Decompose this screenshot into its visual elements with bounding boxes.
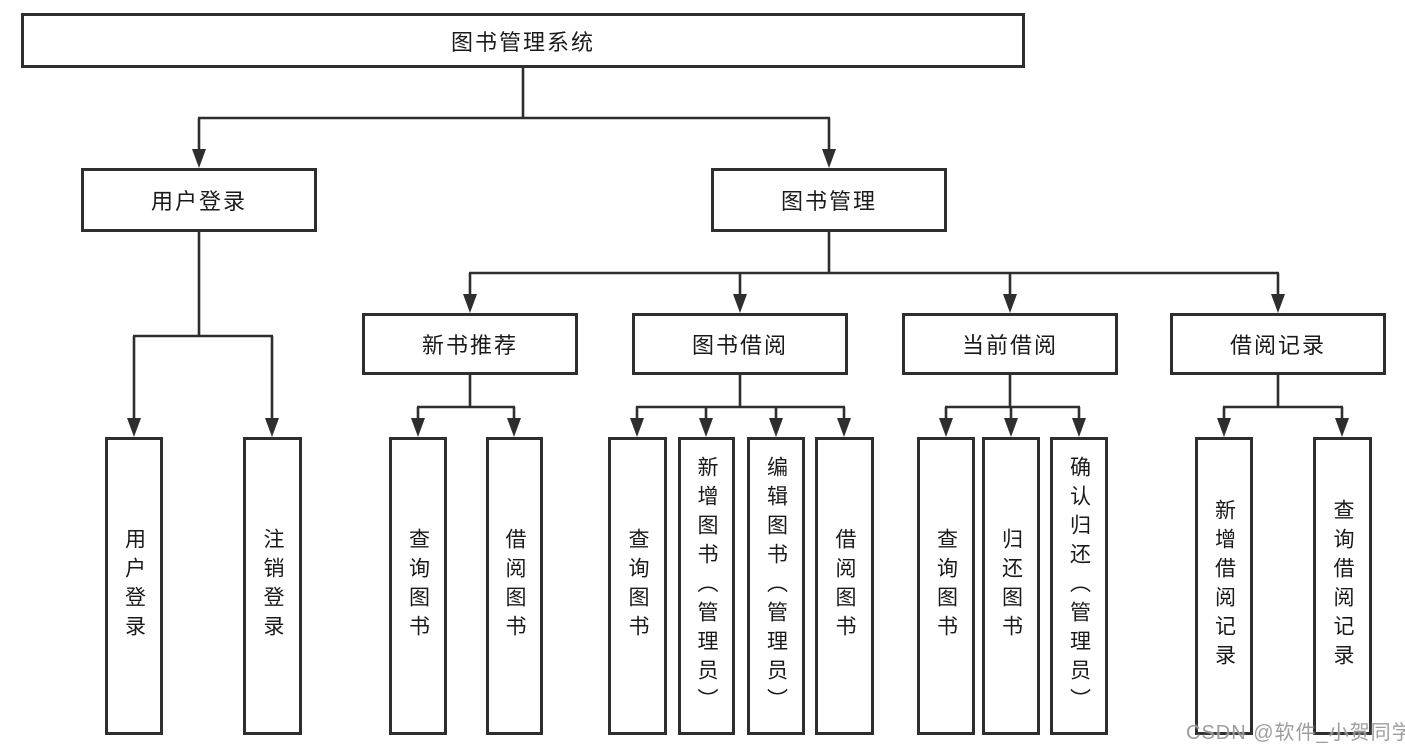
leaf-edit-books-admin: 编辑图书（管理员） bbox=[747, 437, 805, 735]
csdn-watermark: CSDN @软件_小贺同学 bbox=[1186, 722, 1405, 744]
leaf-label: 编辑图书（管理员） bbox=[764, 455, 788, 717]
leaf-label: 查询借阅记录 bbox=[1331, 499, 1354, 673]
connector-user-login-branch bbox=[127, 232, 279, 437]
leaf-label: 查询图书 bbox=[406, 528, 430, 644]
arrowhead bbox=[411, 418, 425, 437]
leaf-query-books: 查询图书 bbox=[917, 437, 975, 735]
node-user-login: 用户登录 bbox=[81, 168, 317, 232]
leaf-borrow-books: 借阅图书 bbox=[815, 437, 874, 735]
node-borrow-records: 借阅记录 bbox=[1170, 313, 1386, 375]
connector-book-mgmt-branch bbox=[463, 232, 1285, 313]
arrowhead bbox=[1271, 294, 1285, 313]
connector-book-borrow-branch bbox=[630, 375, 851, 437]
arrowhead bbox=[939, 418, 953, 437]
node-system-root: 图书管理系统 bbox=[21, 13, 1025, 68]
connector-current-borrow-branch bbox=[939, 375, 1086, 437]
leaf-add-books-admin: 新增图书（管理员） bbox=[678, 437, 735, 735]
arrowhead bbox=[1003, 294, 1017, 313]
leaf-logout: 注销登录 bbox=[243, 437, 302, 735]
leaf-borrow-books: 借阅图书 bbox=[486, 437, 543, 735]
leaf-label: 查询图书 bbox=[934, 528, 958, 644]
connector-root-branch bbox=[192, 68, 836, 168]
arrowhead bbox=[127, 418, 141, 437]
connector-borrow-records-branch bbox=[1217, 375, 1349, 437]
arrowhead bbox=[837, 418, 851, 437]
leaf-confirm-return-admin: 确认归还（管理员） bbox=[1050, 437, 1108, 735]
leaf-return-books: 归还图书 bbox=[982, 437, 1040, 735]
leaf-query-books: 查询图书 bbox=[608, 437, 667, 735]
node-book-borrowing: 图书借阅 bbox=[632, 313, 848, 375]
node-new-book-recommend: 新书推荐 bbox=[362, 313, 578, 375]
arrowhead bbox=[192, 149, 206, 168]
leaf-add-borrow-record: 新增借阅记录 bbox=[1195, 437, 1253, 735]
arrowhead bbox=[463, 294, 477, 313]
leaf-label: 借阅图书 bbox=[833, 528, 856, 644]
arrowhead bbox=[1335, 418, 1349, 437]
arrowhead bbox=[1072, 418, 1086, 437]
arrowhead bbox=[630, 418, 644, 437]
leaf-label: 注销登录 bbox=[261, 528, 284, 644]
leaf-query-books: 查询图书 bbox=[389, 437, 447, 735]
leaf-label: 用户登录 bbox=[122, 528, 146, 644]
leaf-label: 确认归还（管理员） bbox=[1067, 455, 1091, 717]
arrowhead bbox=[699, 418, 713, 437]
arrowhead bbox=[265, 418, 279, 437]
node-book-management: 图书管理 bbox=[711, 168, 947, 232]
leaf-label: 归还图书 bbox=[999, 528, 1023, 644]
leaf-label: 新增图书（管理员） bbox=[695, 455, 718, 717]
arrowhead bbox=[1217, 418, 1231, 437]
arrowhead bbox=[822, 149, 836, 168]
connector-new-book-branch bbox=[411, 375, 521, 437]
arrowhead bbox=[1004, 418, 1018, 437]
leaf-label: 查询图书 bbox=[626, 528, 649, 644]
node-current-borrowing: 当前借阅 bbox=[902, 313, 1118, 375]
leaf-query-borrow-record: 查询借阅记录 bbox=[1313, 437, 1372, 735]
arrowhead bbox=[507, 418, 521, 437]
arrowhead bbox=[733, 294, 747, 313]
leaf-label: 新增借阅记录 bbox=[1212, 499, 1236, 673]
leaf-label: 借阅图书 bbox=[503, 528, 526, 644]
arrowhead bbox=[769, 418, 783, 437]
leaf-user-login: 用户登录 bbox=[105, 437, 163, 735]
